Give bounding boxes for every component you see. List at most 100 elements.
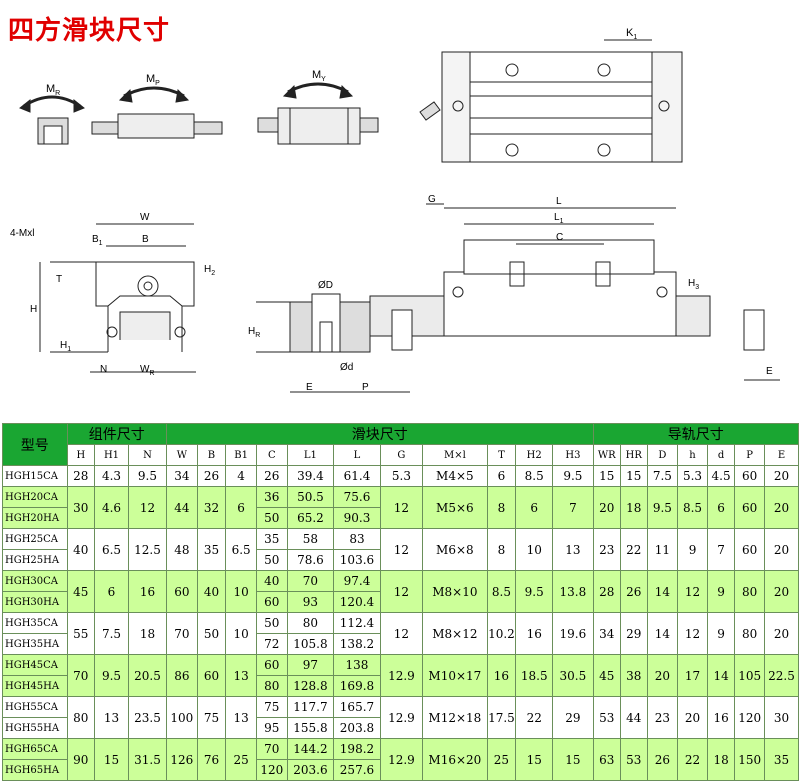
value-cell-g: 12.9	[379, 738, 424, 781]
value-cell-h: 55	[66, 612, 96, 655]
value-cell-hr: 53	[620, 738, 648, 781]
value-cell-l1: 93	[286, 591, 335, 613]
value-cell-b1: 13	[225, 696, 257, 739]
model-cell: HGH65HA	[2, 759, 68, 781]
rail-section-diagram: ØD HR Ød E P	[248, 280, 410, 393]
value-cell-e: 35	[763, 738, 800, 781]
column-header: H2	[515, 444, 554, 466]
mr-label: MR	[46, 83, 60, 97]
value-cell-c: 50	[255, 549, 288, 571]
wr-label: WR	[140, 364, 155, 377]
value-cell-d: 18	[706, 738, 736, 781]
value-cell-b1: 10	[225, 570, 257, 613]
model-cell: HGH45CA	[2, 654, 68, 676]
e2-label: E	[766, 366, 773, 377]
value-cell-l: 61.4	[333, 465, 381, 487]
model-cell: HGH35HA	[2, 633, 68, 655]
p-label: P	[362, 382, 369, 393]
value-cell-h3: 15	[552, 738, 594, 781]
value-cell-l: 138.2	[333, 633, 381, 655]
value-cell-l1: 80	[286, 612, 335, 634]
t-label: T	[56, 274, 62, 285]
value-cell-b: 76	[196, 738, 227, 781]
value-cell-l1: 105.8	[286, 633, 335, 655]
value-cell-d: 9	[706, 570, 736, 613]
column-header: L	[333, 444, 381, 466]
value-cell-w: 44	[166, 486, 198, 529]
value-cell-t: 6	[486, 465, 517, 487]
value-cell-h: 70	[66, 654, 96, 697]
value-cell-d: 14	[706, 654, 736, 697]
value-cell-l1: 65.2	[286, 507, 335, 529]
value-cell-b: 35	[196, 528, 227, 571]
value-cell-m: M16×20	[422, 738, 488, 781]
value-cell-h2: 6	[515, 486, 554, 529]
g-label: G	[428, 194, 436, 205]
value-cell-p: 60	[734, 528, 765, 571]
value-cell-b1: 10	[225, 612, 257, 655]
model-cell: HGH65CA	[2, 738, 68, 760]
value-cell-h3: 7	[552, 486, 594, 529]
model-header: 型号	[2, 423, 68, 466]
value-cell-h2: 8.5	[515, 465, 554, 487]
value-cell-h1: 13	[94, 696, 129, 739]
value-cell-h: 90	[66, 738, 96, 781]
value-cell-h: 22	[677, 738, 708, 781]
value-cell-d: 23	[646, 696, 679, 739]
value-cell-hr: 22	[620, 528, 648, 571]
value-cell-d: 6	[706, 486, 736, 529]
value-cell-hr: 15	[620, 465, 648, 487]
value-cell-l1: 117.7	[286, 696, 335, 718]
value-cell-m: M8×12	[422, 612, 488, 655]
model-cell: HGH25HA	[2, 549, 68, 571]
mp-label: MP	[146, 73, 160, 87]
value-cell-h2: 16	[515, 612, 554, 655]
value-cell-c: 36	[255, 486, 288, 508]
model-cell: HGH55HA	[2, 717, 68, 739]
value-cell-h2: 9.5	[515, 570, 554, 613]
value-cell-g: 12	[379, 612, 424, 655]
h3-label: H3	[688, 278, 699, 291]
value-cell-w: 100	[166, 696, 198, 739]
value-cell-d: 14	[646, 570, 679, 613]
value-cell-h2: 22	[515, 696, 554, 739]
value-cell-wr: 63	[592, 738, 622, 781]
value-cell-c: 26	[255, 465, 288, 487]
value-cell-l1: 144.2	[286, 738, 335, 760]
value-cell-h: 80	[66, 696, 96, 739]
value-cell-c: 80	[255, 675, 288, 697]
hr-label: HR	[248, 326, 260, 339]
value-cell-wr: 34	[592, 612, 622, 655]
value-cell-h: 45	[66, 570, 96, 613]
h-label: H	[30, 304, 37, 315]
value-cell-n: 9.5	[127, 465, 168, 487]
value-cell-h1: 4.6	[94, 486, 129, 529]
value-cell-h3: 29	[552, 696, 594, 739]
value-cell-l: 120.4	[333, 591, 381, 613]
value-cell-h: 17	[677, 654, 708, 697]
value-cell-b: 75	[196, 696, 227, 739]
value-cell-w: 60	[166, 570, 198, 613]
value-cell-d: 26	[646, 738, 679, 781]
value-cell-h2: 18.5	[515, 654, 554, 697]
value-cell-hr: 18	[620, 486, 648, 529]
value-cell-n: 20.5	[127, 654, 168, 697]
column-header: WR	[592, 444, 622, 466]
value-cell-l: 138	[333, 654, 381, 676]
value-cell-t: 8	[486, 486, 517, 529]
value-cell-b1: 13	[225, 654, 257, 697]
value-cell-m: M5×6	[422, 486, 488, 529]
column-header: N	[127, 444, 168, 466]
side-view-diagram: G L L1 C H3 E	[369, 194, 780, 381]
value-cell-e: 20	[763, 570, 800, 613]
column-header: H1	[94, 444, 129, 466]
value-cell-t: 17.5	[486, 696, 517, 739]
moment-my-diagram: MY	[257, 69, 379, 145]
value-cell-e: 30	[763, 696, 800, 739]
